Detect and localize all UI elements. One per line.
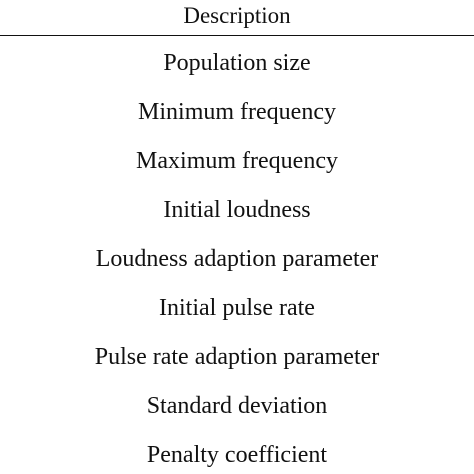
table-row: Population size — [163, 49, 311, 76]
table-row: Initial pulse rate — [159, 294, 315, 321]
table-row: Maximum frequency — [136, 147, 338, 174]
table-row: Standard deviation — [146, 392, 328, 419]
table-body: Population size Minimum frequency Maximu… — [0, 38, 474, 474]
table-row: Penalty coefficient — [146, 441, 328, 468]
table-row: Pulse rate adaption parameter — [94, 343, 380, 370]
table-row: Minimum frequency — [138, 98, 336, 125]
header-rule — [0, 35, 474, 36]
table-row: Initial loudness — [163, 196, 311, 223]
table-row: Loudness adaption parameter — [95, 245, 379, 272]
column-header-description: Description — [183, 2, 291, 28]
